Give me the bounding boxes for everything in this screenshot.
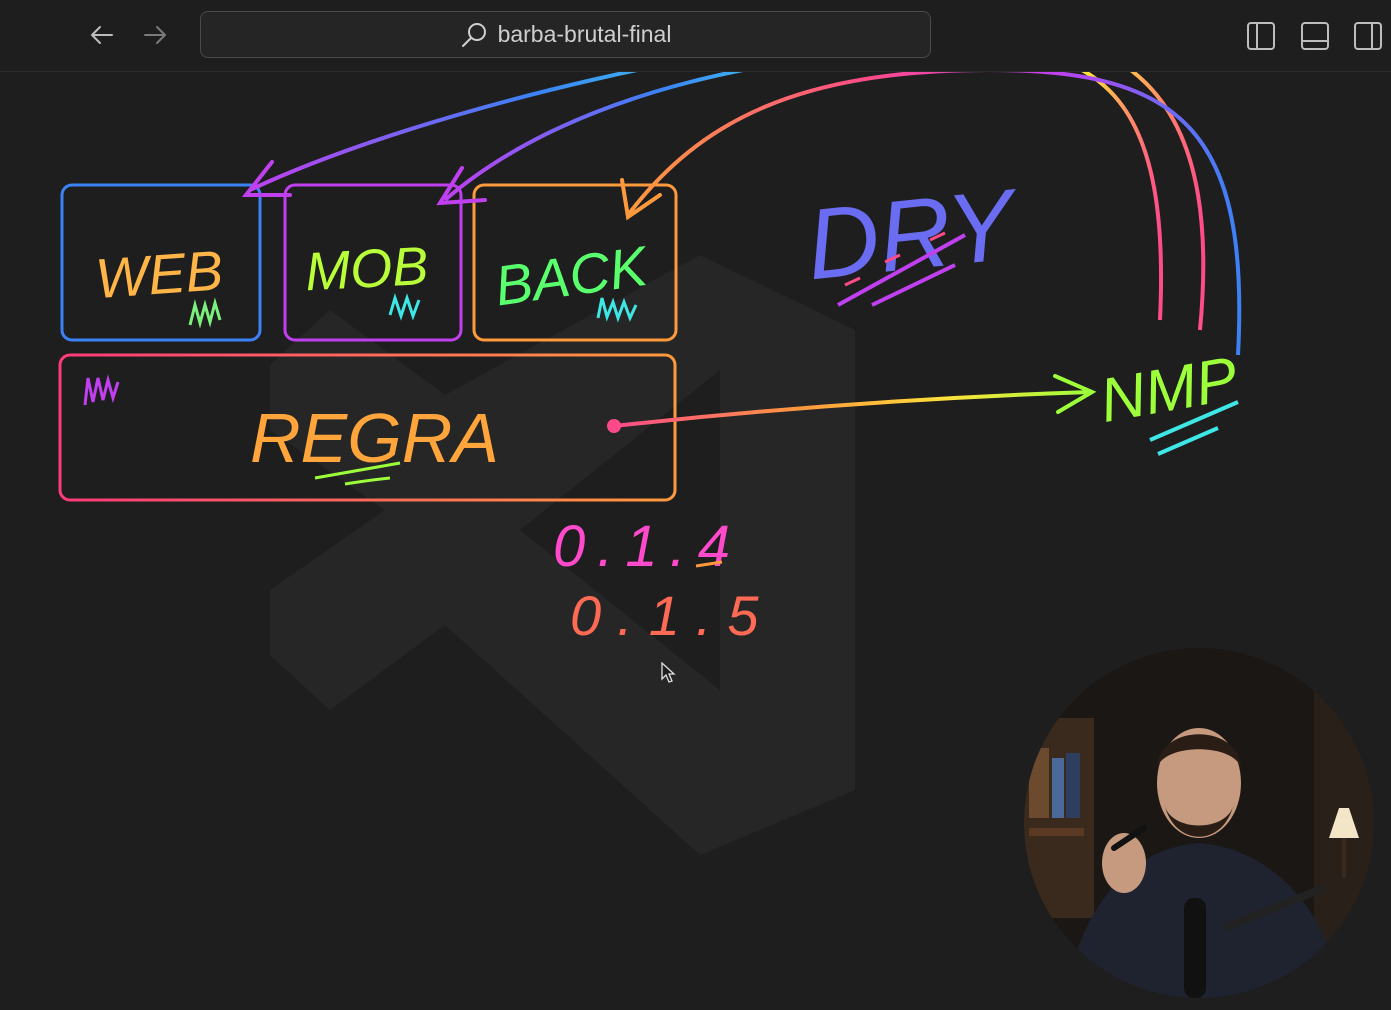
regra-underline	[314, 461, 401, 480]
search-icon	[461, 22, 486, 47]
arrow-left-icon	[91, 26, 113, 44]
back-button[interactable]	[87, 20, 117, 50]
arrow-npm-to-web	[249, 72, 1206, 331]
npm-underline	[1149, 400, 1239, 442]
sidebar-right-icon	[1354, 22, 1382, 50]
box-web	[60, 183, 262, 342]
command-center-search[interactable]: barba-brutal-final	[200, 11, 931, 58]
arrow-head-npm	[1053, 374, 1097, 414]
title-bar: barba-brutal-final	[0, 0, 1391, 72]
arrow-head-web	[241, 160, 292, 197]
sidebar-left-icon	[1247, 22, 1275, 50]
regra-underline-2	[344, 476, 391, 486]
box-back	[472, 183, 678, 342]
webcam-overlay	[1024, 648, 1374, 998]
drawing-canvas: WEB MOB BACK REGRA NMP DRY 0.1.4 0.1.5	[58, 72, 1243, 855]
arrow-head-mob	[436, 166, 487, 206]
arrow-head-back	[620, 178, 662, 221]
label-regra: REGRA	[250, 399, 499, 477]
label-mob: MOB	[304, 236, 430, 302]
version-old: 0.1.4	[553, 514, 742, 579]
dry-marks	[844, 231, 946, 287]
vscode-logo-watermark	[270, 255, 855, 855]
npm-underline-2	[1157, 426, 1219, 456]
scribble-web	[188, 297, 222, 329]
label-npm: NMP	[1095, 344, 1243, 436]
scribble-back	[596, 297, 638, 323]
presenter-video	[1024, 648, 1374, 998]
arrow-npm-to-back	[626, 72, 1242, 356]
arrow-npm-to-mob	[443, 72, 1163, 321]
arrow-right-icon	[144, 26, 166, 44]
toggle-sidebar-button[interactable]	[1245, 20, 1277, 52]
dry-underline	[837, 233, 966, 307]
box-regra	[58, 353, 677, 502]
workspace-name: barba-brutal-final	[497, 21, 672, 47]
arrow-regra-to-npm	[613, 390, 1091, 428]
toggle-panel-button[interactable]	[1299, 20, 1331, 52]
label-web: WEB	[93, 238, 225, 310]
version-bump-mark	[695, 560, 723, 568]
dry-underline-2	[871, 263, 956, 307]
label-dry: DRY	[801, 168, 1025, 302]
version-new: 0.1.5	[570, 584, 775, 647]
scribble-mob	[388, 292, 421, 321]
scribble-regra	[83, 374, 120, 406]
mouse-cursor-icon	[661, 662, 676, 683]
forward-button[interactable]	[140, 20, 170, 50]
panel-bottom-icon	[1301, 22, 1329, 50]
box-mob	[283, 183, 463, 342]
toggle-secondary-sidebar-button[interactable]	[1352, 20, 1384, 52]
